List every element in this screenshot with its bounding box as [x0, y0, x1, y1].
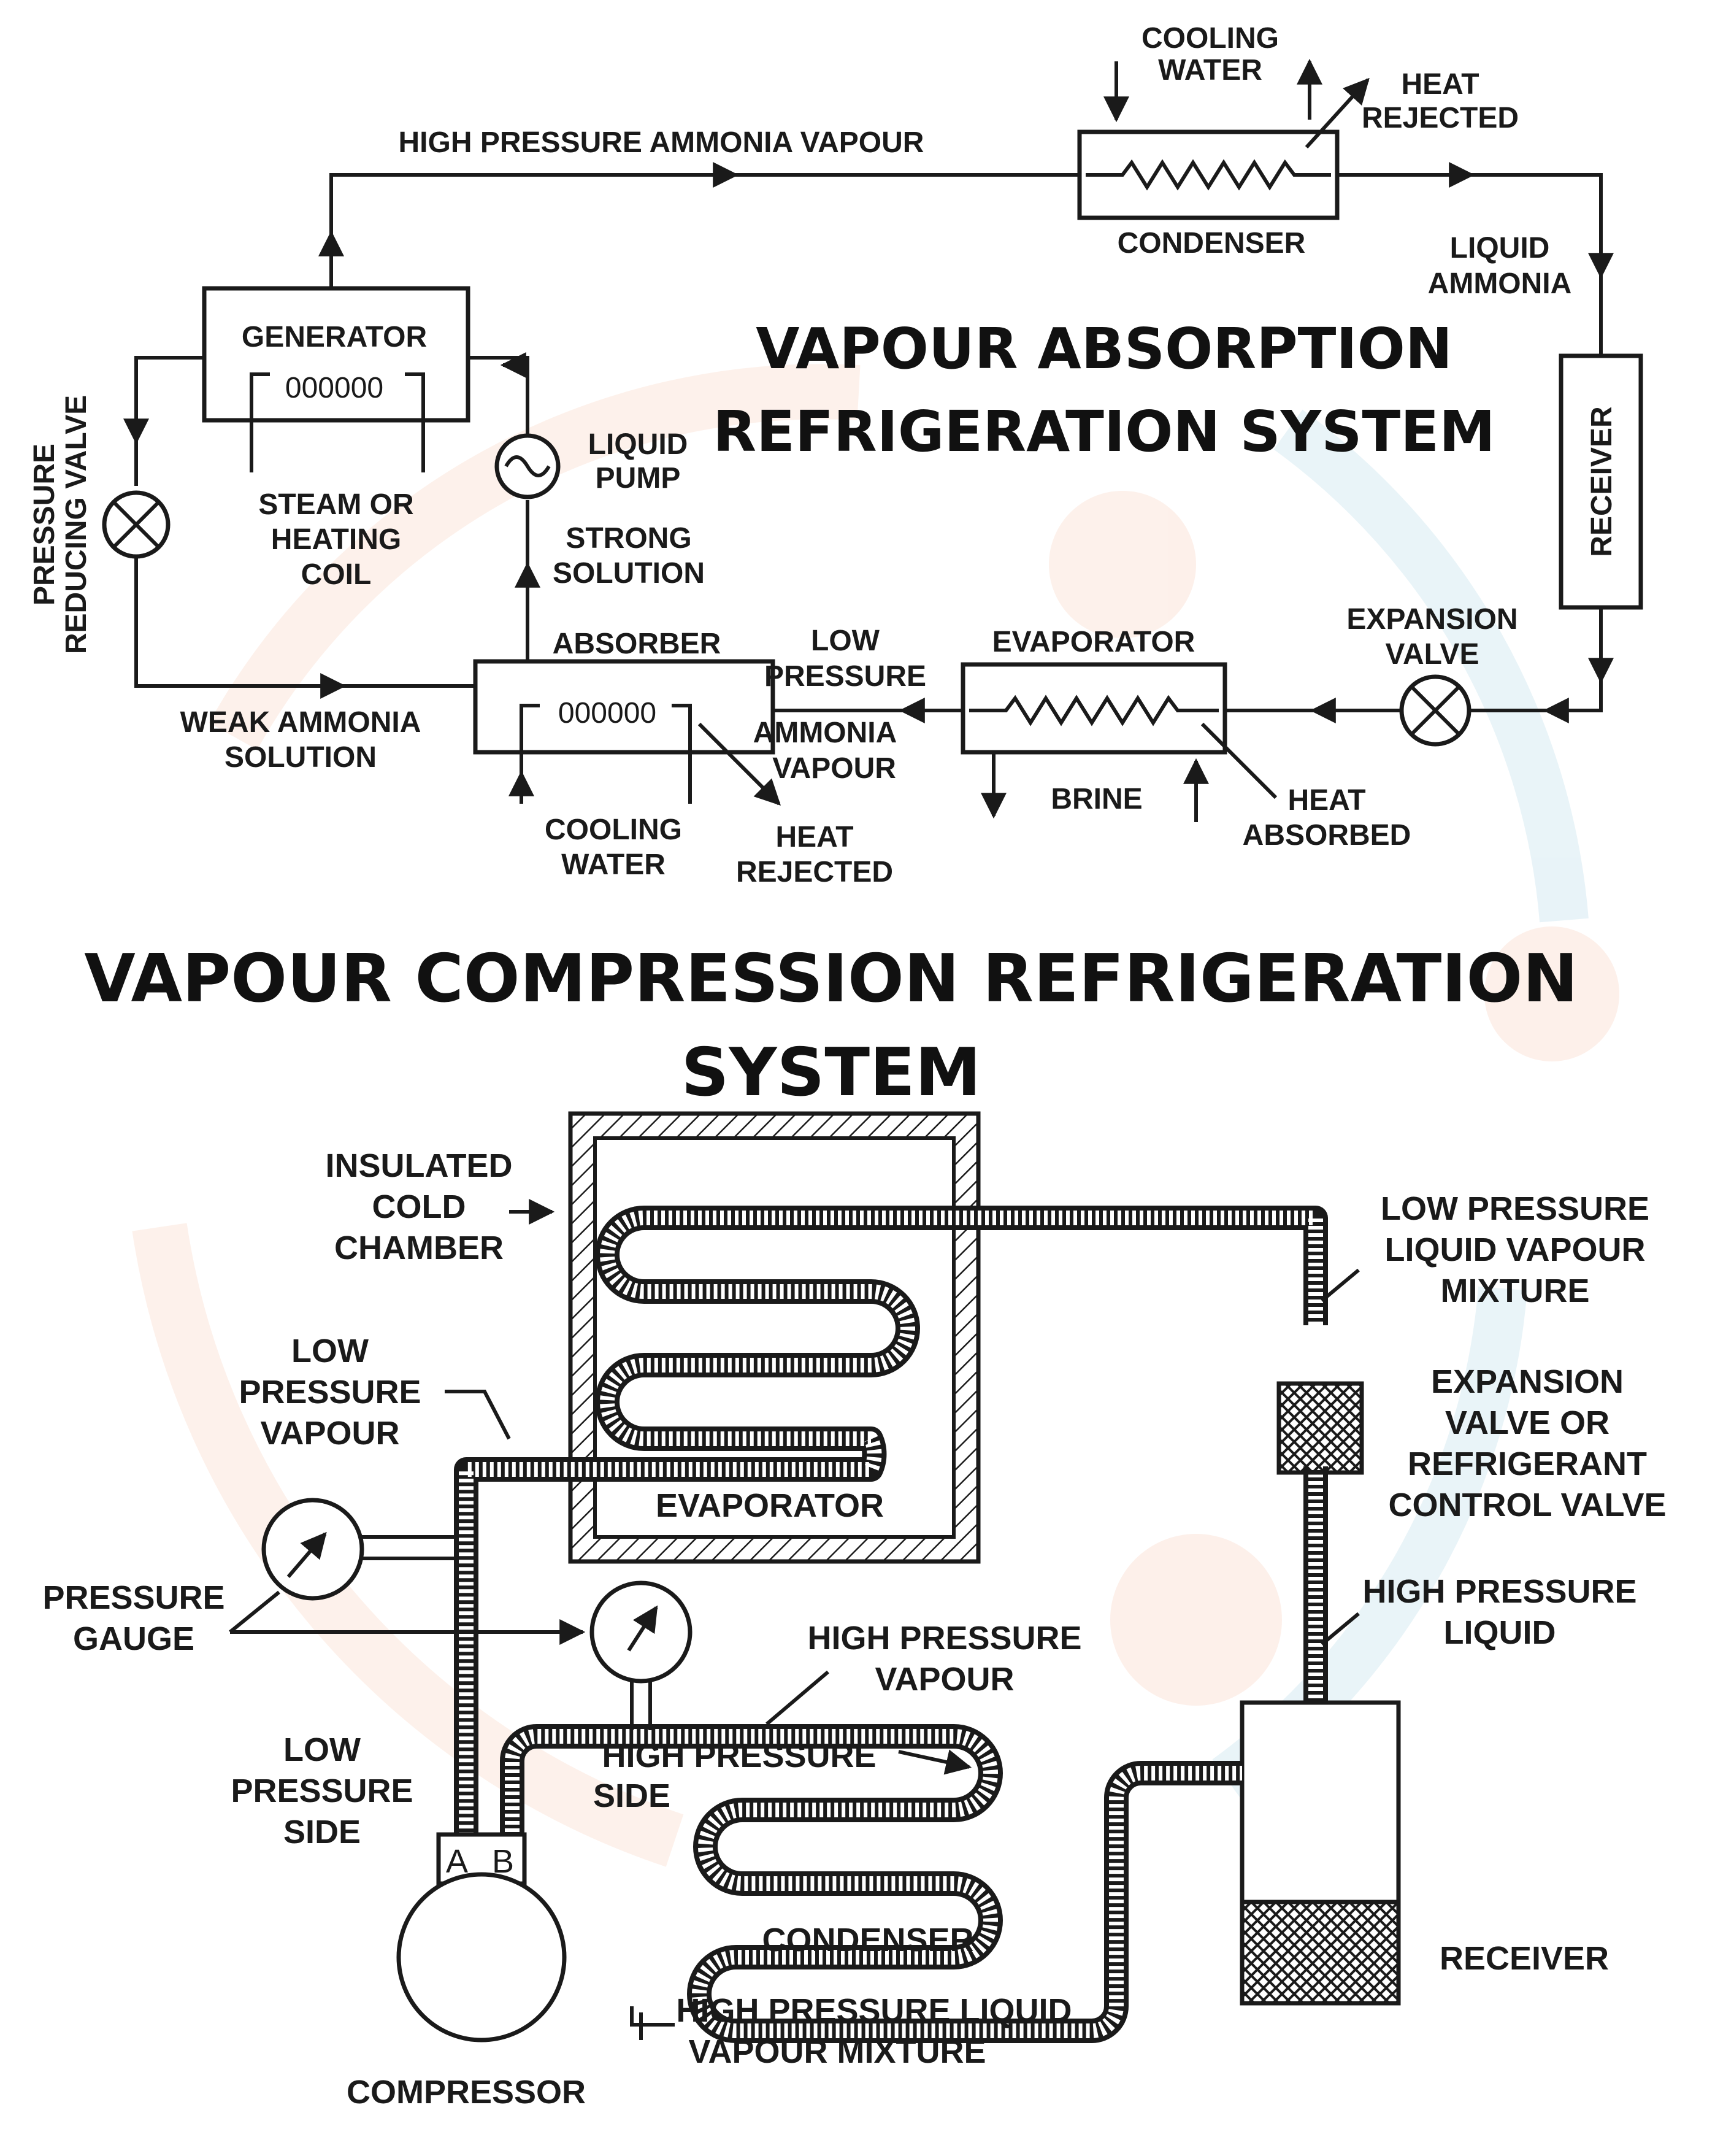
- label-liquid-ammonia: AMMONIA: [1428, 268, 1572, 300]
- label-pressure-reducing-valve: PRESSURE: [28, 444, 61, 606]
- label-evaporator: EVAPORATOR: [656, 1487, 884, 1524]
- label-compressor: COMPRESSOR: [347, 2074, 586, 2111]
- label-high-pressure-side: SIDE: [593, 1777, 670, 1814]
- label-strong-solution: STRONG: [566, 522, 691, 555]
- label-expansion-valve: CONTROL VALVE: [1388, 1487, 1666, 1523]
- compressor-port-a: A: [446, 1843, 468, 1880]
- absorption-labels: VAPOUR ABSORPTION REFRIGERATION SYSTEM H…: [28, 22, 1618, 888]
- label-low-pressure-vapour: VAPOUR: [260, 1415, 399, 1452]
- label-heat-rejected: HEAT: [1401, 68, 1479, 101]
- label-expansion-valve: EXPANSION: [1431, 1363, 1624, 1400]
- label-evaporator: EVAPORATOR: [992, 626, 1195, 658]
- label-liquid-ammonia: LIQUID: [1450, 232, 1550, 264]
- absorption-receiver: [1559, 353, 1643, 610]
- label-steam-coil: HEATING: [271, 523, 401, 556]
- absorption-title: VAPOUR ABSORPTION: [756, 316, 1452, 382]
- label-steam-coil: STEAM OR: [258, 488, 413, 521]
- compression-labels: INSULATED COLD CHAMBER EVAPORATOR LOW PR…: [42, 1147, 1666, 2111]
- label-condenser: CONDENSER: [762, 1922, 973, 1958]
- label-insulated-cold-chamber: CHAMBER: [334, 1230, 504, 1266]
- label-low-pressure-side: SIDE: [283, 1814, 361, 1850]
- label-heat-rejected: REJECTED: [1362, 102, 1519, 134]
- compression-title: SYSTEM: [681, 1034, 981, 1111]
- label-expansion-valve: VALVE OR: [1445, 1404, 1609, 1441]
- label-cooling-water: COOLING: [545, 814, 682, 846]
- absorption-system: [102, 58, 1643, 822]
- label-weak-ammonia-solution: SOLUTION: [224, 741, 377, 774]
- label-low-pressure-side: PRESSURE: [231, 1773, 413, 1809]
- label-low-pressure-liquid-vapour-mixture: LIQUID VAPOUR: [1384, 1231, 1645, 1268]
- label-expansion-valve: VALVE: [1386, 638, 1479, 671]
- label-low-pressure: PRESSURE: [764, 660, 926, 693]
- label-heat-absorbed: ABSORBED: [1243, 819, 1411, 852]
- label-high-pressure-vapour: VAPOUR: [875, 1661, 1014, 1698]
- label-expansion-valve: REFRIGERANT: [1408, 1446, 1647, 1482]
- label-heat-absorbed: HEAT: [1287, 784, 1365, 817]
- label-insulated-cold-chamber: COLD: [372, 1188, 466, 1225]
- expansion-valve: [1276, 1381, 1364, 1475]
- label-weak-ammonia-solution: WEAK AMMONIA: [180, 706, 421, 739]
- label-heat-rejected: HEAT: [775, 821, 853, 853]
- label-high-pressure-liquid: LIQUID: [1444, 1614, 1556, 1651]
- label-brine: BRINE: [1051, 783, 1142, 815]
- label-high-pressure-liquid: HIGH PRESSURE: [1362, 1573, 1636, 1610]
- label-low-pressure-vapour: PRESSURE: [239, 1374, 421, 1411]
- compression-system: [229, 1111, 1401, 2043]
- label-high-pressure-side: HIGH PRESSURE: [602, 1738, 876, 1774]
- label-pressure-gauge: GAUGE: [73, 1620, 194, 1657]
- compressor-port-b: B: [492, 1843, 514, 1880]
- label-receiver: RECEIVER: [1586, 406, 1618, 556]
- label-cooling-water: WATER: [1158, 54, 1262, 87]
- label-insulated-cold-chamber: INSULATED: [326, 1147, 513, 1184]
- label-cooling-water: WATER: [561, 849, 666, 881]
- label-low-pressure-vapour: LOW: [291, 1333, 369, 1369]
- label-heat-rejected: REJECTED: [736, 856, 893, 888]
- label-liquid-pump: PUMP: [596, 462, 681, 495]
- label-low-pressure-side: LOW: [283, 1731, 361, 1768]
- label-low-pressure-liquid-vapour-mixture: MIXTURE: [1441, 1272, 1590, 1309]
- label-liquid-pump: LIQUID: [588, 428, 688, 461]
- label-low-pressure: LOW: [811, 625, 880, 657]
- compressor: [396, 1872, 567, 2042]
- label-high-pressure-ammonia-vapour: HIGH PRESSURE AMMONIA VAPOUR: [399, 126, 924, 159]
- label-high-pressure-liquid-vapour-mixture: VAPOUR MIXTURE: [688, 2033, 986, 2070]
- label-high-pressure-vapour: HIGH PRESSURE: [807, 1620, 1081, 1657]
- label-strong-solution: SOLUTION: [553, 557, 705, 590]
- label-steam-coil: COIL: [301, 558, 372, 591]
- absorber-coil-icon: 000000: [558, 697, 656, 730]
- label-low-pressure-liquid-vapour-mixture: LOW PRESSURE: [1381, 1190, 1649, 1227]
- label-absorber: ABSORBER: [553, 628, 721, 660]
- label-generator: GENERATOR: [242, 321, 427, 353]
- background-watermark: [132, 364, 1619, 1867]
- label-pressure-reducing-valve: REDUCING VALVE: [60, 395, 93, 654]
- compression-title: VAPOUR COMPRESSION REFRIGERATION: [84, 941, 1578, 1017]
- label-expansion-valve: EXPANSION: [1346, 603, 1517, 636]
- compression-titles: VAPOUR COMPRESSION REFRIGERATION SYSTEM: [84, 941, 1578, 1111]
- generator-coil-icon: 000000: [285, 372, 383, 404]
- label-ammonia-vapour: VAPOUR: [772, 752, 896, 785]
- label-high-pressure-liquid-vapour-mixture: HIGH PRESSURE LIQUID: [676, 1992, 1072, 2029]
- absorption-title: REFRIGERATION SYSTEM: [713, 399, 1495, 464]
- label-receiver: RECEIVER: [1440, 1940, 1609, 1977]
- label-condenser: CONDENSER: [1118, 227, 1306, 260]
- label-cooling-water: COOLING: [1141, 22, 1279, 55]
- label-pressure-gauge: PRESSURE: [42, 1579, 224, 1616]
- label-ammonia-vapour: AMMONIA: [753, 717, 897, 749]
- absorption-evaporator: [961, 662, 1227, 755]
